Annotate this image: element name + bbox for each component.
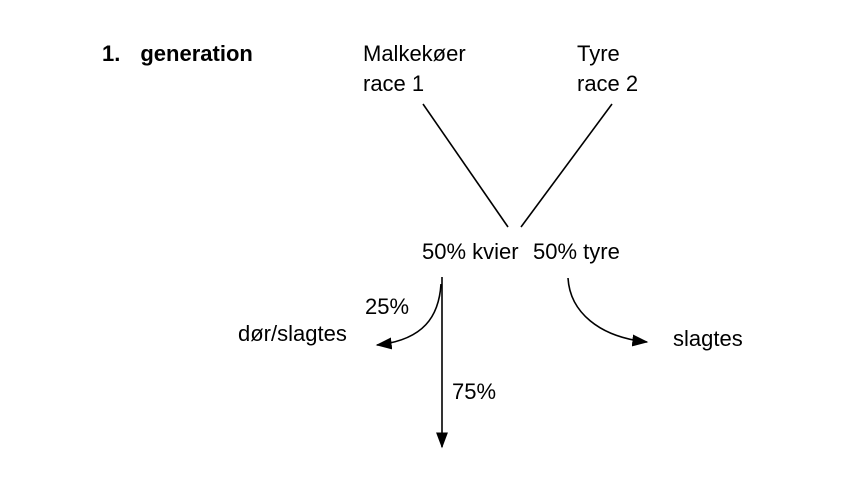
- left-parent-descent-line: [422, 103, 509, 228]
- branch-left-outcome: dør/slagtes: [238, 321, 347, 346]
- parent-right-race: race 2: [577, 71, 639, 96]
- parent-left-race: race 1: [363, 71, 425, 96]
- branch-right-outcome: slagtes: [673, 326, 743, 351]
- branch-down-percent: 75%: [452, 379, 497, 404]
- right-curve-arrow-slagtes: [567, 277, 649, 347]
- branch-left-percent: 25%: [365, 294, 410, 319]
- parent-left-malkekoer: Malkekøer race 1: [363, 39, 466, 99]
- parent-right-tyre: Tyre race 2: [577, 39, 638, 99]
- parent-right-name: Tyre: [577, 41, 620, 66]
- offspring-kvier-label: 50% kvier: [422, 239, 519, 264]
- left-curve-arrow-25-percent: [375, 283, 442, 350]
- generation-label: generation: [140, 41, 253, 66]
- generation-heading: 1. generation: [102, 42, 253, 66]
- right-parent-descent-line: [520, 103, 613, 228]
- generation-number: 1.: [102, 41, 121, 66]
- parent-left-name: Malkekøer: [363, 41, 466, 66]
- offspring-tyre-label: 50% tyre: [533, 239, 620, 264]
